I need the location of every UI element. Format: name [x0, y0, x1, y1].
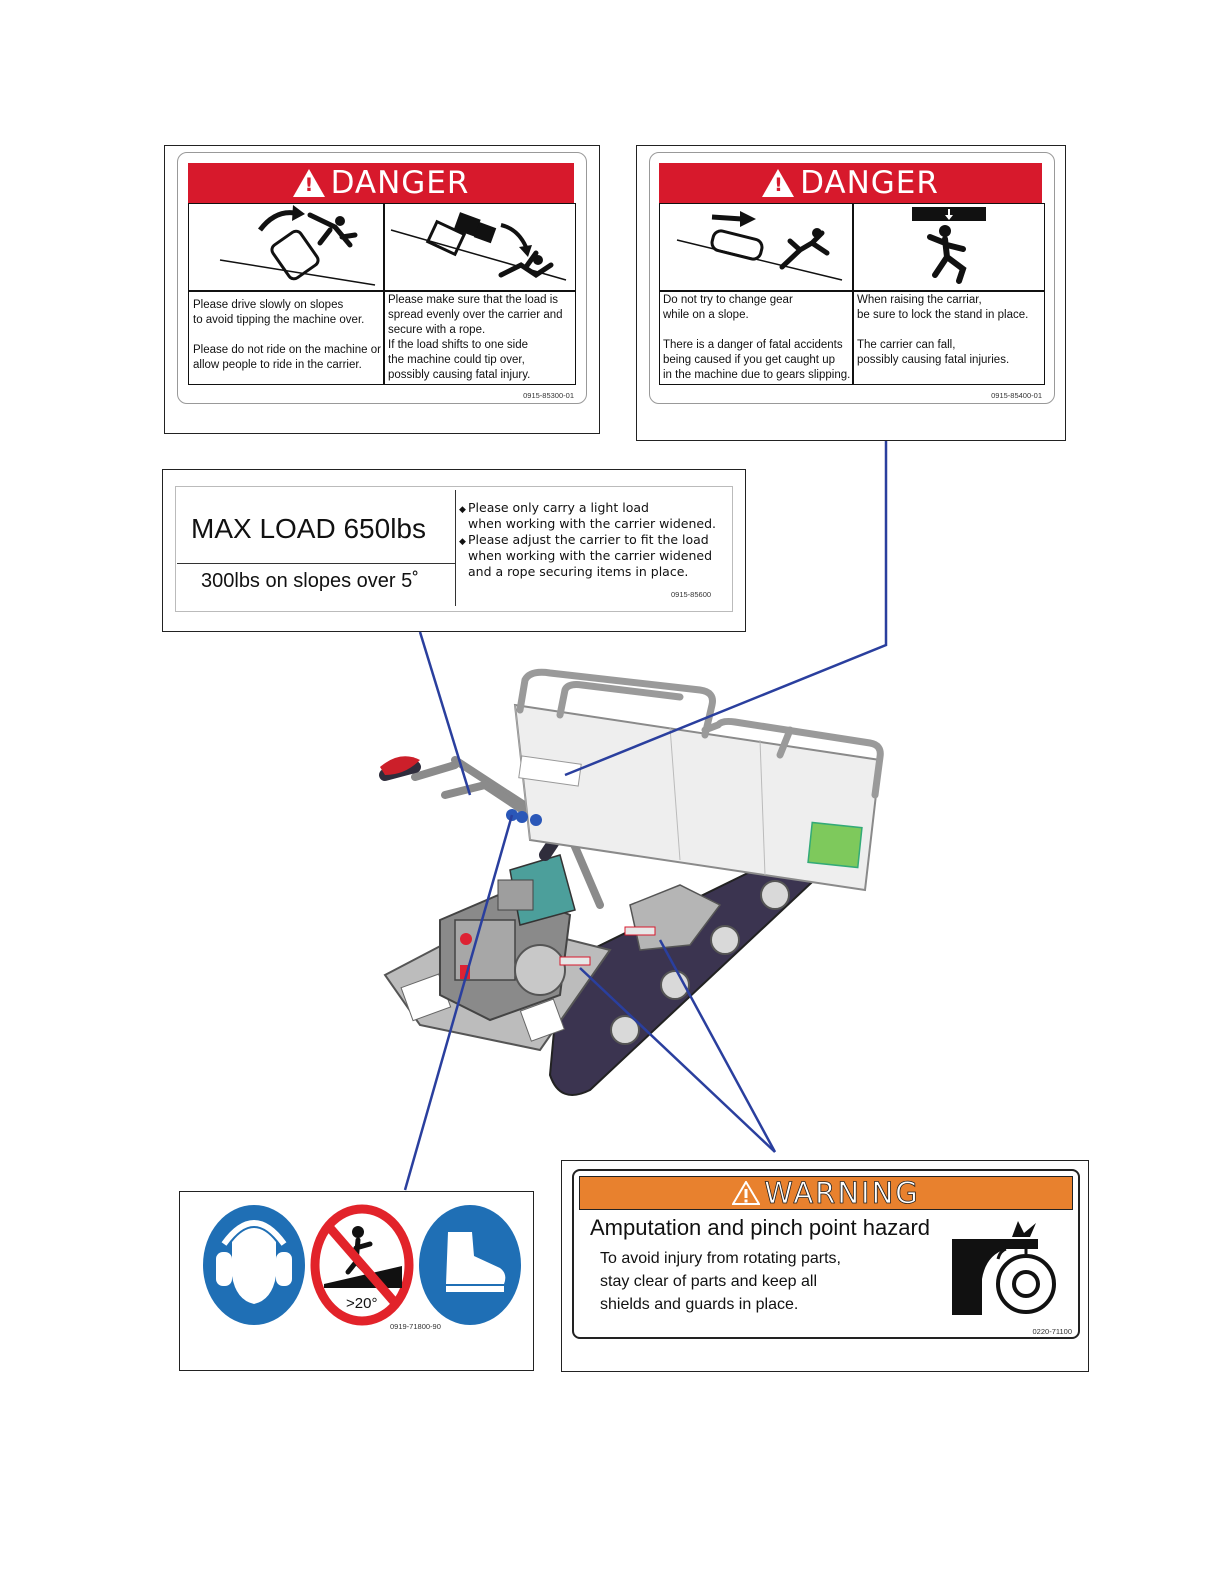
warning-label-frame: WARNING Amputation and pinch point hazar… — [561, 1160, 1089, 1372]
danger-label-2: DANGER Do not try to change gear while o… — [649, 152, 1055, 404]
max-load-title: MAX LOAD 650lbs — [191, 513, 426, 544]
pinch-point-icon — [952, 1221, 1056, 1315]
danger-label-1: DANGER Please drive slowly on slopes to … — [177, 152, 587, 404]
no-slope-over-20-icon: >20° — [310, 1204, 414, 1326]
ear-protection-icon — [203, 1205, 305, 1325]
leader-ppe — [403, 814, 514, 1191]
bullet-icon: ◆ — [459, 536, 466, 546]
danger-label-2-frame: DANGER Do not try to change gear while o… — [636, 145, 1066, 441]
warning-label: WARNING Amputation and pinch point hazar… — [572, 1169, 1080, 1339]
slope-limit-text: >20° — [346, 1295, 377, 1312]
danger-1-left-text: Please drive slowly on slopes to avoid t… — [193, 299, 381, 371]
tracked-carrier-machine-illustration — [379, 668, 884, 1096]
warning-body: To avoid injury from rotating parts, sta… — [600, 1250, 841, 1313]
danger-1-panels — [188, 203, 576, 385]
danger-2-right-text: When raising the carriar, be sure to loc… — [857, 294, 1029, 366]
warning-triangle-icon — [762, 169, 795, 197]
safety-boot-icon — [419, 1205, 521, 1325]
max-load-bullet-2: Please adjust the carrier to fit the loa… — [468, 532, 713, 579]
danger-heading: DANGER — [330, 165, 470, 201]
danger-header: DANGER — [659, 163, 1042, 203]
danger-header: DANGER — [188, 163, 574, 203]
warning-heading: WARNING — [764, 1176, 920, 1211]
leader-max-load — [418, 631, 472, 796]
warning-title: Amputation and pinch point hazard — [590, 1215, 931, 1240]
part-number: 0919-71800-90 — [390, 1322, 441, 1331]
falling-carrier-icon — [912, 207, 986, 284]
danger-1-right-text: Please make sure that the load is spread… — [388, 294, 563, 381]
danger-label-1-frame: DANGER Please drive slowly on slopes to … — [164, 145, 600, 434]
bullet-icon: ◆ — [459, 504, 466, 514]
part-number: 0915-85400-01 — [991, 391, 1042, 400]
warning-triangle-icon — [292, 169, 325, 197]
part-number: 0915-85600 — [671, 590, 712, 599]
gear-change-on-slope-icon — [676, 211, 843, 281]
part-number: 0915-85300-01 — [523, 391, 574, 400]
carrier-roll-bars — [516, 668, 884, 799]
ppe-label: >20° 0919-71800-90 — [192, 1198, 522, 1331]
ppe-label-frame: >20° 0919-71800-90 — [179, 1191, 534, 1371]
part-number: 0220-71100 — [1032, 1327, 1072, 1336]
danger-heading: DANGER — [800, 165, 939, 201]
load-shift-icon — [390, 212, 567, 281]
tipping-on-slope-icon — [219, 205, 376, 286]
warning-triangle-icon — [732, 1181, 761, 1205]
danger-2-left-text: Do not try to change gear while on a slo… — [663, 294, 851, 381]
slope-load-subtitle: 300lbs on slopes over 5˚ — [201, 570, 419, 592]
leader-warning-b — [658, 939, 777, 1153]
max-load-bullet-1: Please only carry a light load when work… — [468, 500, 716, 531]
leader-warning-a — [579, 967, 776, 1153]
max-load-label — [175, 486, 733, 612]
warning-header: WARNING — [579, 1176, 1073, 1210]
max-load-label-frame: MAX LOAD 650lbs 300lbs on slopes over 5˚… — [162, 469, 746, 632]
leader-danger-2 — [564, 441, 888, 777]
